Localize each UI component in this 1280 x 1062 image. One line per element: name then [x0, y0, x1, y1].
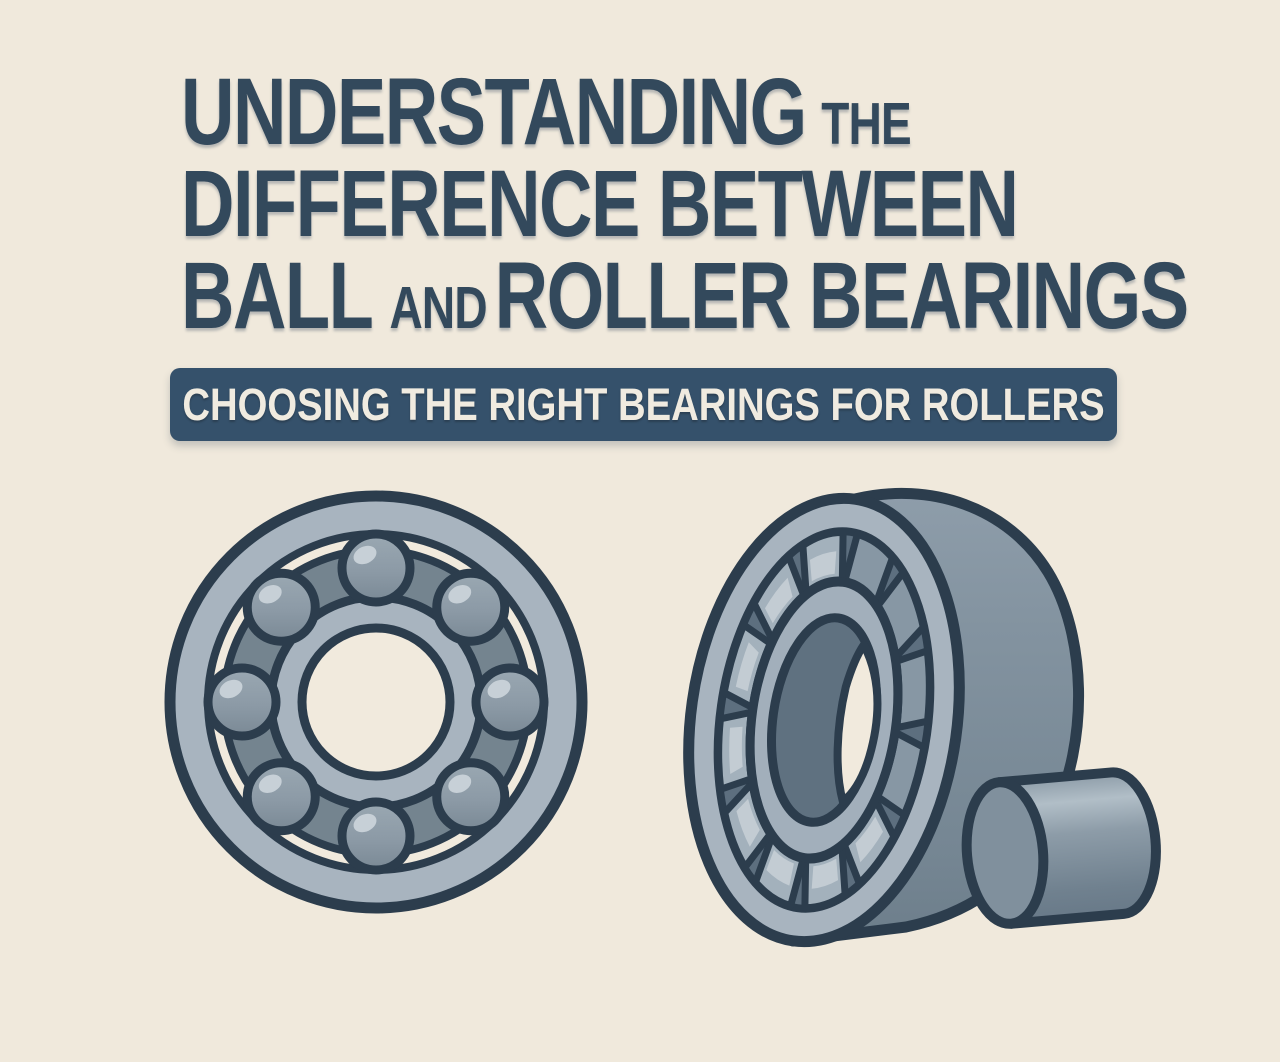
bearing-ball — [242, 568, 320, 646]
ball-highlight — [448, 585, 472, 604]
bearing-ball — [242, 758, 320, 836]
ball-highlight — [219, 679, 243, 699]
roller-bearing-face — [683, 492, 965, 948]
ball-highlight — [353, 813, 377, 833]
ball-bearing-bore — [297, 623, 455, 781]
ball-highlight — [353, 545, 377, 565]
loose-roller-face — [961, 777, 1049, 929]
title-line3-small: AND — [389, 275, 487, 341]
bearing-ball — [432, 758, 510, 836]
ball-highlight — [258, 774, 282, 793]
title-line-2: DIFFERENCE BETWEEN — [181, 157, 1188, 252]
roller-segment-highlight — [809, 551, 837, 582]
roller-segment-highlight — [855, 816, 884, 863]
roller-segment-highlight — [811, 858, 839, 889]
roller-segment-highlight — [735, 642, 759, 692]
bearing-ball — [337, 529, 415, 607]
bearing-ball — [203, 663, 281, 741]
ball-highlight — [258, 585, 282, 604]
title-line1-main: UNDERSTANDING — [181, 59, 807, 165]
bearing-ball — [337, 797, 415, 875]
title-line2-main: DIFFERENCE BETWEEN — [181, 151, 1019, 257]
title-line1-small: THE — [821, 91, 911, 157]
title-line3-part2: ROLLER BEARINGS — [494, 243, 1189, 349]
ball-bearing-illustration — [164, 490, 588, 914]
roller-bearing-through-hole — [833, 640, 882, 806]
subtitle-banner: CHOOSING THE RIGHT BEARINGS FOR ROLLERS — [170, 368, 1117, 441]
roller-segment-highlight — [764, 577, 793, 624]
roller-segment-highlight — [729, 726, 743, 774]
roller-bearing-illustration — [683, 487, 1161, 948]
ball-bearing-balls — [203, 529, 549, 875]
loose-roller-illustration — [961, 767, 1161, 929]
subtitle-banner-text: CHOOSING THE RIGHT BEARINGS FOR ROLLERS — [182, 378, 1105, 430]
title-line3-part1: BALL — [181, 243, 374, 349]
bearing-ball — [471, 663, 549, 741]
ball-highlight — [487, 679, 511, 699]
roller-segment-highlight — [766, 850, 794, 886]
roller-segment-highlight — [736, 798, 760, 847]
ball-highlight — [448, 774, 472, 793]
bearing-ball — [432, 568, 510, 646]
